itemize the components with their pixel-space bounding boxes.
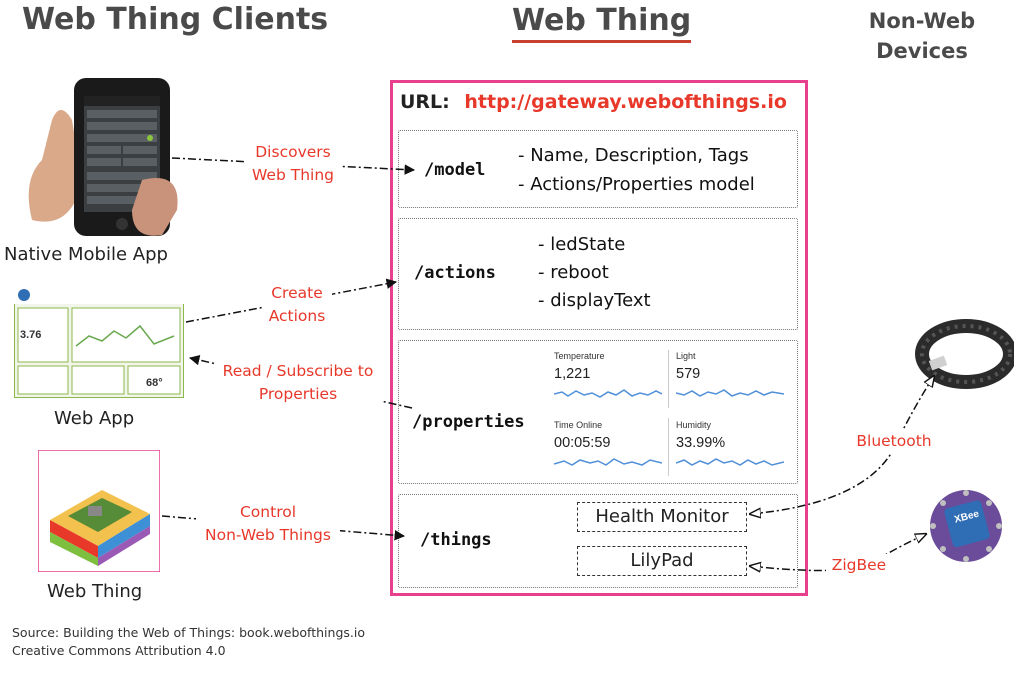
actions-item-1: - ledState — [538, 234, 626, 255]
temperature-sparkline — [554, 389, 662, 398]
bluetooth-label: Bluetooth — [850, 430, 938, 453]
properties-path[interactable]: /properties — [412, 412, 525, 432]
web-app-screenshot-image: 3.76 68° — [14, 286, 184, 398]
wristband-image — [915, 319, 1014, 389]
humidity-value: 33.99% — [676, 435, 726, 451]
url-prefix: URL: — [400, 91, 450, 113]
time-online-sparkline — [554, 458, 662, 466]
create-actions-label: Create Actions — [262, 282, 332, 328]
light-value: 579 — [676, 366, 701, 382]
metric-divider-bottom — [668, 418, 669, 476]
lilypad-device: LilyPad — [577, 546, 747, 576]
metric-divider-top — [668, 350, 669, 408]
web-thing-client-label: Web Thing — [47, 581, 143, 602]
url-line: URL: http://gateway.webofthings.io — [400, 91, 787, 113]
time-online-label: Time Online — [554, 420, 603, 430]
raspberry-pi-image — [38, 450, 160, 572]
clients-column-title: Web Thing Clients — [22, 2, 329, 37]
discovers-web-thing-label: Discovers Web Thing — [246, 141, 340, 187]
health-monitor-device: Health Monitor — [577, 502, 747, 532]
model-item-2: - Actions/Properties model — [518, 174, 755, 195]
discovers-text: Discovers Web Thing — [252, 143, 334, 184]
control-text: Control Non-Web Things — [205, 503, 331, 544]
non-web-devices-column-title: Non-Web Devices — [868, 9, 976, 63]
source-credit-line1: Source: Building the Web of Things: book… — [12, 625, 365, 640]
web-thing-box — [390, 80, 808, 596]
actions-path[interactable]: /actions — [414, 263, 496, 283]
source-credit-line2: Creative Commons Attribution 4.0 — [12, 643, 226, 658]
read-text: Read / Subscribe to Properties — [222, 362, 374, 403]
model-item-1: - Name, Description, Tags — [518, 145, 749, 166]
zigbee-arrow — [750, 534, 926, 571]
web-thing-column-title: Web Thing — [512, 2, 692, 43]
things-path[interactable]: /things — [420, 530, 492, 550]
temperature-label: Temperature — [554, 351, 605, 361]
web-app-label: Web App — [54, 408, 135, 429]
light-label: Light — [676, 351, 696, 361]
humidity-label: Humidity — [676, 420, 712, 430]
zigbee-label: ZigBee — [826, 554, 892, 577]
control-non-web-things-label: Control Non-Web Things — [196, 501, 340, 547]
actions-section — [398, 218, 798, 330]
mobile-phone-image — [28, 78, 178, 236]
create-actions-arrow — [185, 278, 398, 323]
svg-text:3.76: 3.76 — [20, 329, 41, 341]
lilypad-board-image: XBee — [930, 490, 1002, 562]
actions-item-2: - reboot — [538, 262, 609, 283]
time-online-value: 00:05:59 — [554, 435, 611, 451]
temperature-value: 1,221 — [554, 366, 591, 382]
bluetooth-arrow — [750, 376, 934, 514]
model-path[interactable]: /model — [424, 160, 486, 180]
url-link[interactable]: http://gateway.webofthings.io — [464, 91, 787, 113]
svg-text:68°: 68° — [146, 377, 163, 389]
create-text: Create Actions — [268, 284, 326, 325]
actions-item-3: - displayText — [538, 290, 651, 311]
read-subscribe-properties-label: Read / Subscribe to Properties — [214, 360, 382, 406]
native-mobile-app-label: Native Mobile App — [4, 244, 168, 265]
